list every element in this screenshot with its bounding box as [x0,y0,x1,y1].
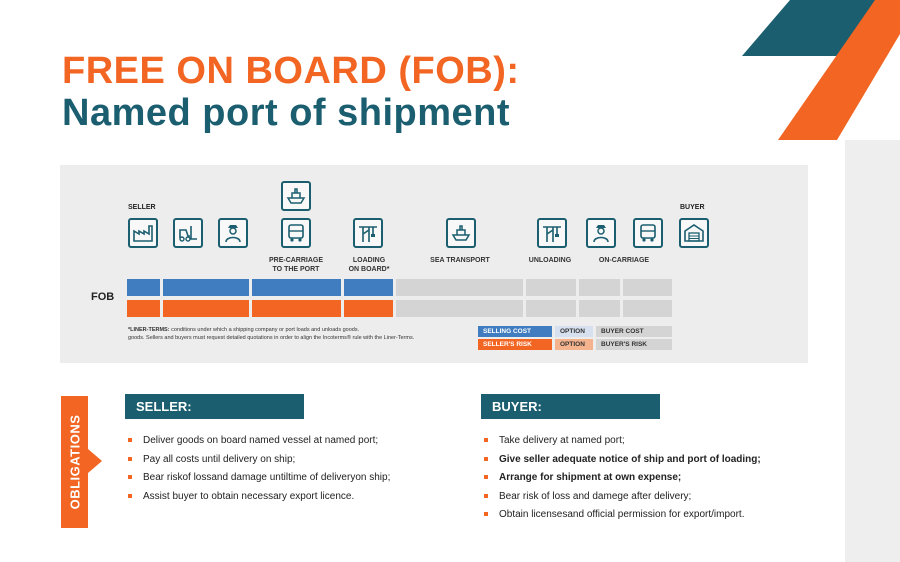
forklift-icon [173,218,203,248]
stage-pre-carriage: PRE-CARRIAGE TO THE PORT [262,256,330,274]
legend-option-risk: OPTION [555,339,593,350]
stage-loading: LOADING ON BOARD* [338,256,400,274]
risk-segment [396,300,523,317]
buyer-label: BUYER [680,204,705,211]
risk-segment [579,300,620,317]
seller-obligations-list: Deliver goods on board named vessel at n… [128,434,390,508]
stage-on-carriage: ON-CARRIAGE [598,257,650,264]
seller-heading: SELLER: [125,394,304,419]
fob-row-label: FOB [91,291,115,303]
arrow-right-icon [88,449,102,473]
warehouse-icon [679,218,709,248]
risk-segment [252,300,341,317]
truck-icon [633,218,663,248]
cost-segment [344,279,393,296]
risk-segment [127,300,160,317]
obligations-tab [61,396,88,528]
stage-unloading: UNLOADING [528,257,572,264]
seller-label: SELLER [128,204,156,211]
liner-terms-note: *LINER-TERMS: conditions under which a s… [128,326,473,342]
risk-segment [163,300,249,317]
legend-buyer-cost: BUYER COST [596,326,672,337]
customs-officer-icon [218,218,248,248]
legend-option: OPTION [555,326,593,337]
list-item: Arrange for shipment at own expense; [484,471,761,490]
list-item: Take delivery at named port; [484,434,761,453]
list-item: Deliver goods on board named vessel at n… [128,434,390,453]
crane-icon [353,218,383,248]
stage-pre-carriage-line2: TO THE PORT [272,266,320,273]
page-subtitle: Named port of shipment [62,92,511,134]
orange-stripe [778,0,900,140]
stage-pre-carriage-line1: PRE-CARRIAGE [268,257,324,264]
buyer-heading: BUYER: [481,394,660,419]
legend-sellers-risk: SELLER'S RISK [478,339,552,350]
liner-terms-line1: conditions under which a shipping compan… [171,327,360,333]
list-item: Bear risk of loss and damege after deliv… [484,490,761,509]
list-item: Assist buyer to obtain necessary export … [128,490,390,509]
cost-segment [579,279,620,296]
liner-terms-term: *LINER-TERMS: [128,327,170,333]
list-item: Give seller adequate notice of ship and … [484,453,761,472]
fob-diagram-panel [60,165,808,363]
risk-segment [623,300,672,317]
cost-segment [526,279,576,296]
customs-officer-icon [586,218,616,248]
cost-segment [252,279,341,296]
stage-sea-transport: SEA TRANSPORT [430,257,490,264]
list-item: Pay all costs until delivery on ship; [128,453,390,472]
factory-icon [128,218,158,248]
list-item: Bear riskof lossand damage untiltime of … [128,471,390,490]
legend-buyers-risk: BUYER'S RISK [596,339,672,350]
truck-icon [281,218,311,248]
liner-terms-line2: goods. Sellers and buyers must request d… [128,335,415,341]
legend-selling-cost: SELLING COST [478,326,552,337]
cost-segment [396,279,523,296]
stage-loading-line1: LOADING [352,257,386,264]
cost-segment [127,279,160,296]
stage-loading-line2: ON BOARD* [348,266,390,273]
right-background-band [845,140,900,562]
page-title: FREE ON BOARD (FOB): [62,50,520,92]
risk-segment [526,300,576,317]
cost-segment [163,279,249,296]
ship-icon [281,181,311,211]
crane-icon [537,218,567,248]
obligations-label: OBLIGATIONS [67,414,83,510]
ship-icon [446,218,476,248]
buyer-obligations-list: Take delivery at named port; Give seller… [484,434,761,527]
cost-segment [623,279,672,296]
list-item: Obtain licensesand official permission f… [484,508,761,527]
risk-segment [344,300,393,317]
